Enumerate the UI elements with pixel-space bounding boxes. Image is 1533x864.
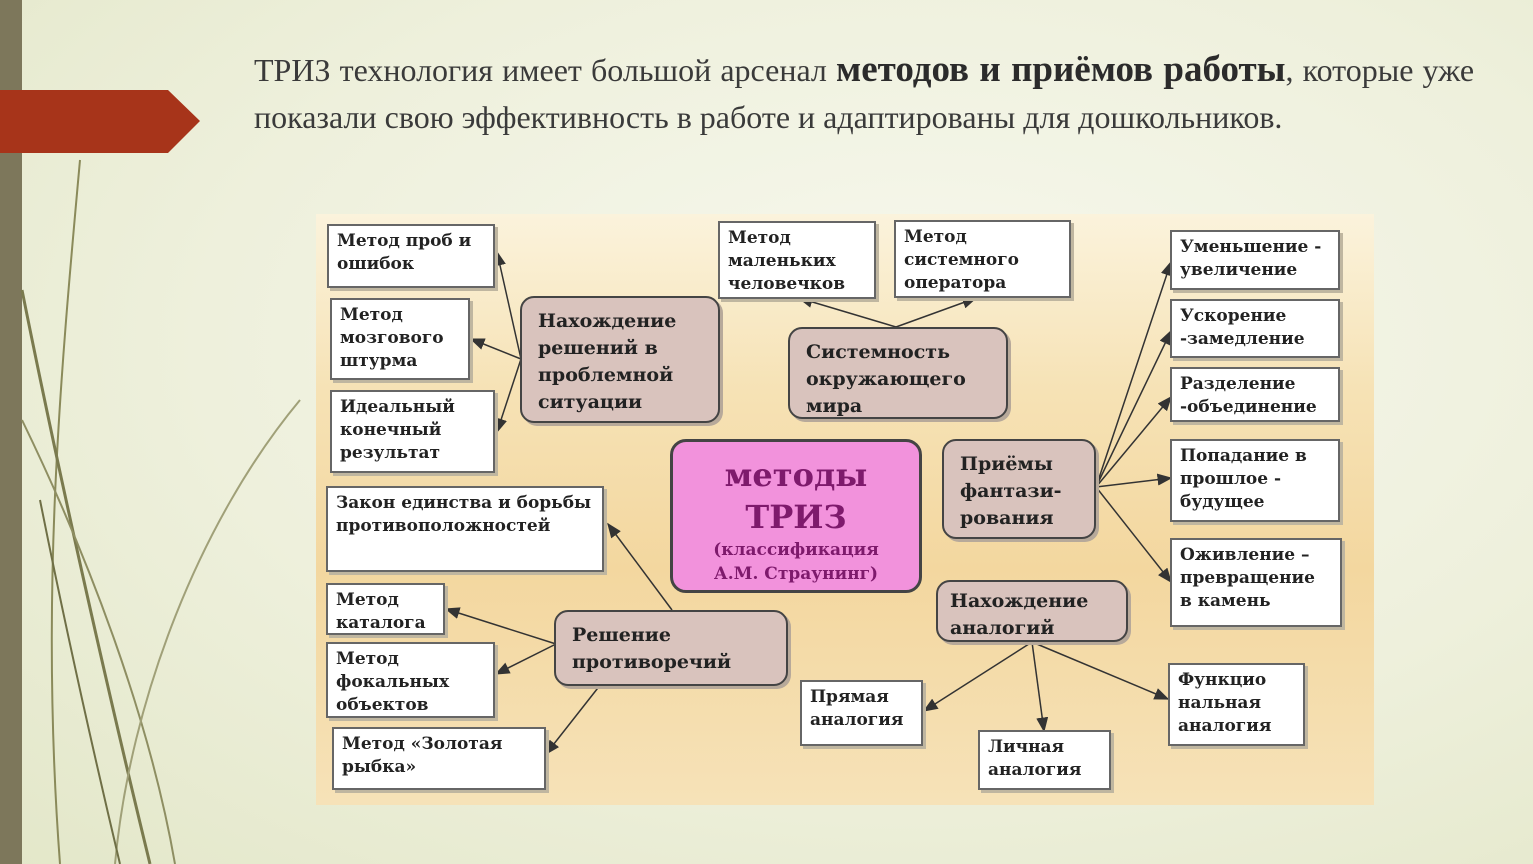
intro-text: ТРИЗ технология имеет большой арсенал ме… [254, 49, 1475, 135]
node-system-world: Системность окружающего мира [788, 327, 1008, 419]
decorative-grass-lines [20, 159, 301, 864]
node-problem-solving: Нахождение решений в проблемной ситуации [520, 296, 720, 423]
node-analogies: Нахождение аналогий [936, 580, 1128, 642]
box-unity-law: Закон единства и борьбы противоположност… [326, 486, 604, 572]
box-ideal-result: Идеальный конечный результат [330, 390, 495, 473]
box-split-merge: Разделение -объединение [1170, 367, 1340, 422]
box-system-operator: Метод системного оператора [894, 220, 1071, 298]
node-contradictions: Решение противоречий [554, 610, 788, 686]
diagram-connectors [444, 250, 1173, 756]
box-trial-error: Метод проб и ошибок [327, 224, 495, 288]
box-animate: Оживление – превращение в камень [1170, 538, 1342, 627]
box-reduce-increase: Уменьшение - увеличение [1170, 230, 1340, 290]
box-little-men: Метод маленьких человечков [718, 221, 876, 299]
center-subtitle-line2: А.М. Страунинг) [713, 564, 879, 584]
center-triz-methods: методы ТРИЗ (классификация А.М. Страунин… [670, 439, 922, 593]
box-speed-slow: Ускорение -замедление [1170, 299, 1340, 358]
box-focal: Метод фокальных объектов [326, 642, 495, 718]
box-brainstorm: Метод мозгового штурма [330, 298, 470, 380]
box-catalog: Метод каталога [326, 583, 445, 635]
center-title-line1: методы [724, 456, 868, 494]
left-accent-bar [0, 0, 22, 864]
box-golden-fish: Метод «Золотая рыбка» [332, 727, 546, 790]
center-subtitle-line1: (классификация [713, 540, 879, 560]
intro-bold-phrase: методов и приёмов работы [836, 49, 1286, 90]
center-title-line2: ТРИЗ [745, 498, 847, 536]
box-past-future: Попадание в прошлое - будущее [1170, 439, 1340, 522]
title-accent-arrow [0, 90, 200, 153]
box-personal-analogy: Личная аналогия [978, 730, 1111, 790]
triz-methods-diagram: Метод проб и ошибок Метод мозгового штур… [316, 214, 1374, 805]
box-direct-analogy: Прямая аналогия [800, 680, 923, 746]
box-functional-analogy: Функцио нальная аналогия [1168, 663, 1305, 746]
node-fantasy-techniques: Приёмы фантази-рования [942, 439, 1096, 539]
